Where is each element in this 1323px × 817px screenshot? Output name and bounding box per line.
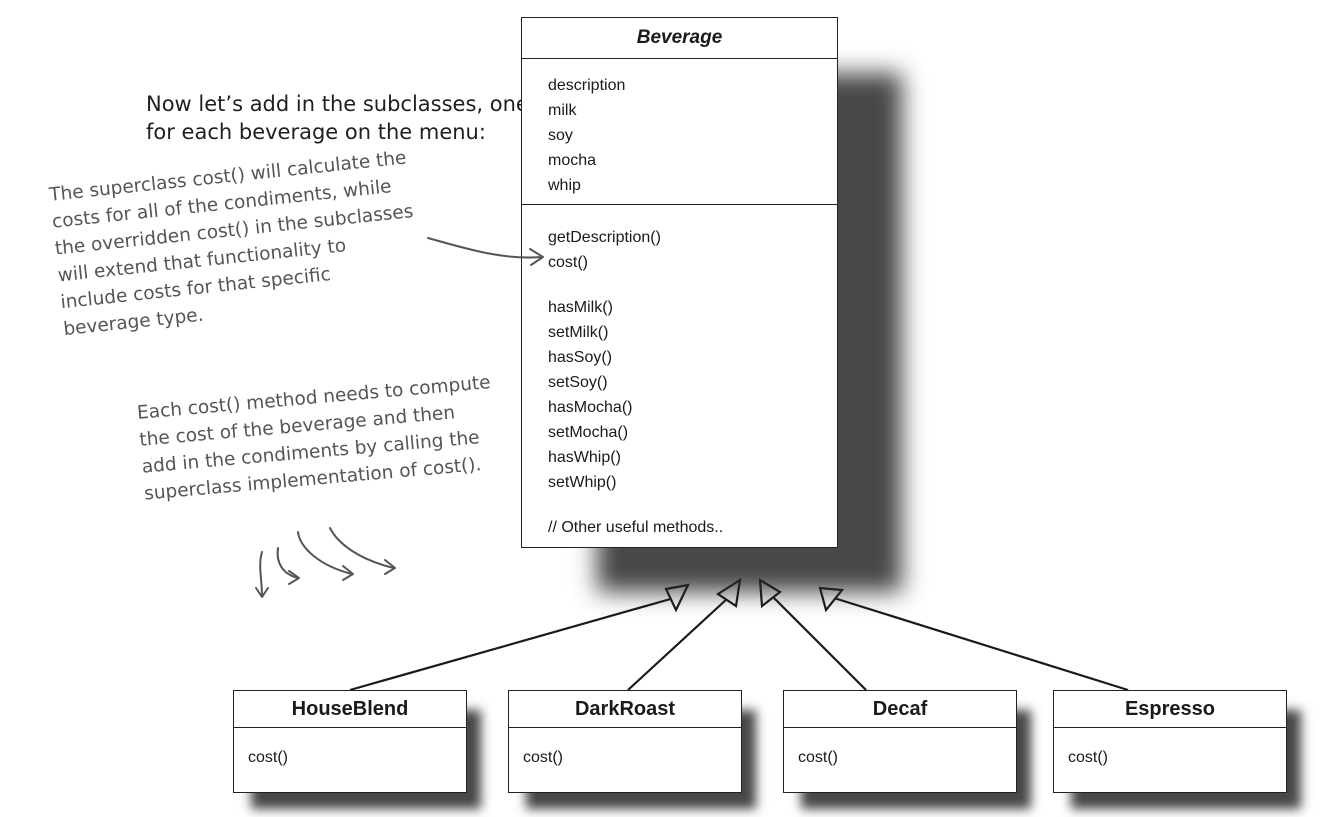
inheritance-arrowhead [664,583,690,613]
method-item: cost() [1068,749,1108,766]
class-fields: description milk soy mocha whip [522,59,837,205]
method-item: hasWhip() [548,449,621,466]
class-name: Beverage [522,18,837,59]
method-item: cost() [248,749,288,766]
method-item: hasMilk() [548,299,613,316]
method-item: // Other useful methods.. [548,519,724,536]
houseblend-class-box: HouseBlend cost() [233,690,467,793]
houseblend-inheritance-line [349,596,675,692]
method-item: setWhip() [548,474,617,491]
darkroast-inheritance-line [627,597,729,691]
inheritance-arrowhead [758,577,782,609]
class-name: DarkRoast [509,691,741,728]
method-item: cost() [548,254,588,271]
method-item: cost() [523,749,563,766]
intro-line: for each beverage on the menu: [146,120,486,144]
method-item: setSoy() [548,374,608,391]
method-item: hasMocha() [548,399,633,416]
beverage-class-box: Beverage description milk soy mocha whip… [521,17,838,548]
class-name: Espresso [1054,691,1286,728]
decaf-class-box: Decaf cost() [783,690,1017,793]
espresso-inheritance-line [833,596,1129,692]
decaf-inheritance-line [773,597,867,691]
class-methods: getDescription() cost() hasMilk() setMil… [522,205,837,540]
field-item: soy [548,127,573,144]
intro-text: Now let’s add in the subclasses, one for… [146,90,529,146]
class-name: HouseBlend [234,691,466,728]
field-item: description [548,77,626,94]
inheritance-arrowhead [715,577,742,608]
espresso-class-box: Espresso cost() [1053,690,1287,793]
method-item: setMocha() [548,424,629,441]
darkroast-class-box: DarkRoast cost() [508,690,742,793]
method-item: cost() [798,749,838,766]
field-item: milk [548,102,577,119]
class-name: Decaf [784,691,1016,728]
method-item: hasSoy() [548,349,613,366]
intro-line: Now let’s add in the subclasses, one [146,92,529,116]
method-item: setMilk() [548,324,609,341]
method-item: getDescription() [548,229,661,246]
field-item: mocha [548,152,597,169]
inheritance-arrowhead [818,586,845,613]
field-item: whip [548,177,581,194]
